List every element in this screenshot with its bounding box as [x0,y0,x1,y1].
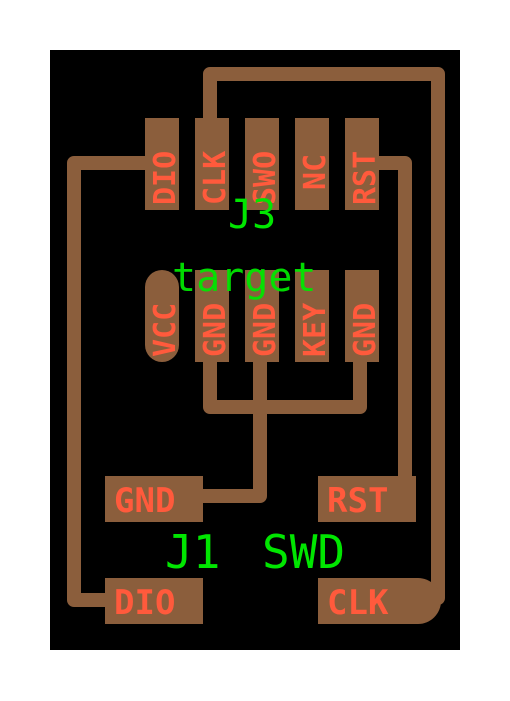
j3-top-row [145,118,379,210]
j3-pin-label: SWO [248,151,283,205]
j1-pad-label: DIO [114,583,175,623]
j3-pin-label: NC [298,154,333,190]
trace-gnd-bus [203,345,367,414]
trace-dio [67,156,152,607]
j3-pin-label: GND [248,303,283,357]
j3-pin-label: GND [348,303,383,357]
j3-value: target [172,255,317,301]
j3-pin-label: DIO [148,151,183,205]
j1-designator: J1 [165,525,220,579]
j1-pad-label: RST [327,481,388,521]
j3-pin-label: GND [198,303,233,357]
j1-pad-gnd [105,476,203,522]
j1-pad-rst [318,476,416,522]
j1-pad-dio [105,578,203,624]
trace-gnd-mid [193,345,267,503]
j3-pin-10 [345,270,379,362]
j3-pin-label: RST [348,151,383,205]
j3-pin-9 [295,270,329,362]
j3-pin-4 [295,118,329,210]
j3-pin-3 [245,118,279,210]
j1-pads [105,476,441,624]
j1-pad-label: GND [114,481,175,521]
j3-designator: J3 [228,192,276,238]
j3-pin-label: CLK [198,151,233,205]
j3-pin-2 [195,118,229,210]
j3-pin-1 [145,118,179,210]
j3-pin-8 [245,270,279,362]
j3-pin-7 [195,270,229,362]
j3-pin-5 [345,118,379,210]
j1-value: SWD [262,525,345,579]
j3-pin-label: VCC [148,303,183,357]
j3-pin-label: KEY [298,303,333,357]
j1-pad-clk [318,578,441,624]
j1-pad-label: CLK [327,583,389,623]
j3-bottom-row [145,270,379,362]
j3-pin-6 [145,270,179,362]
